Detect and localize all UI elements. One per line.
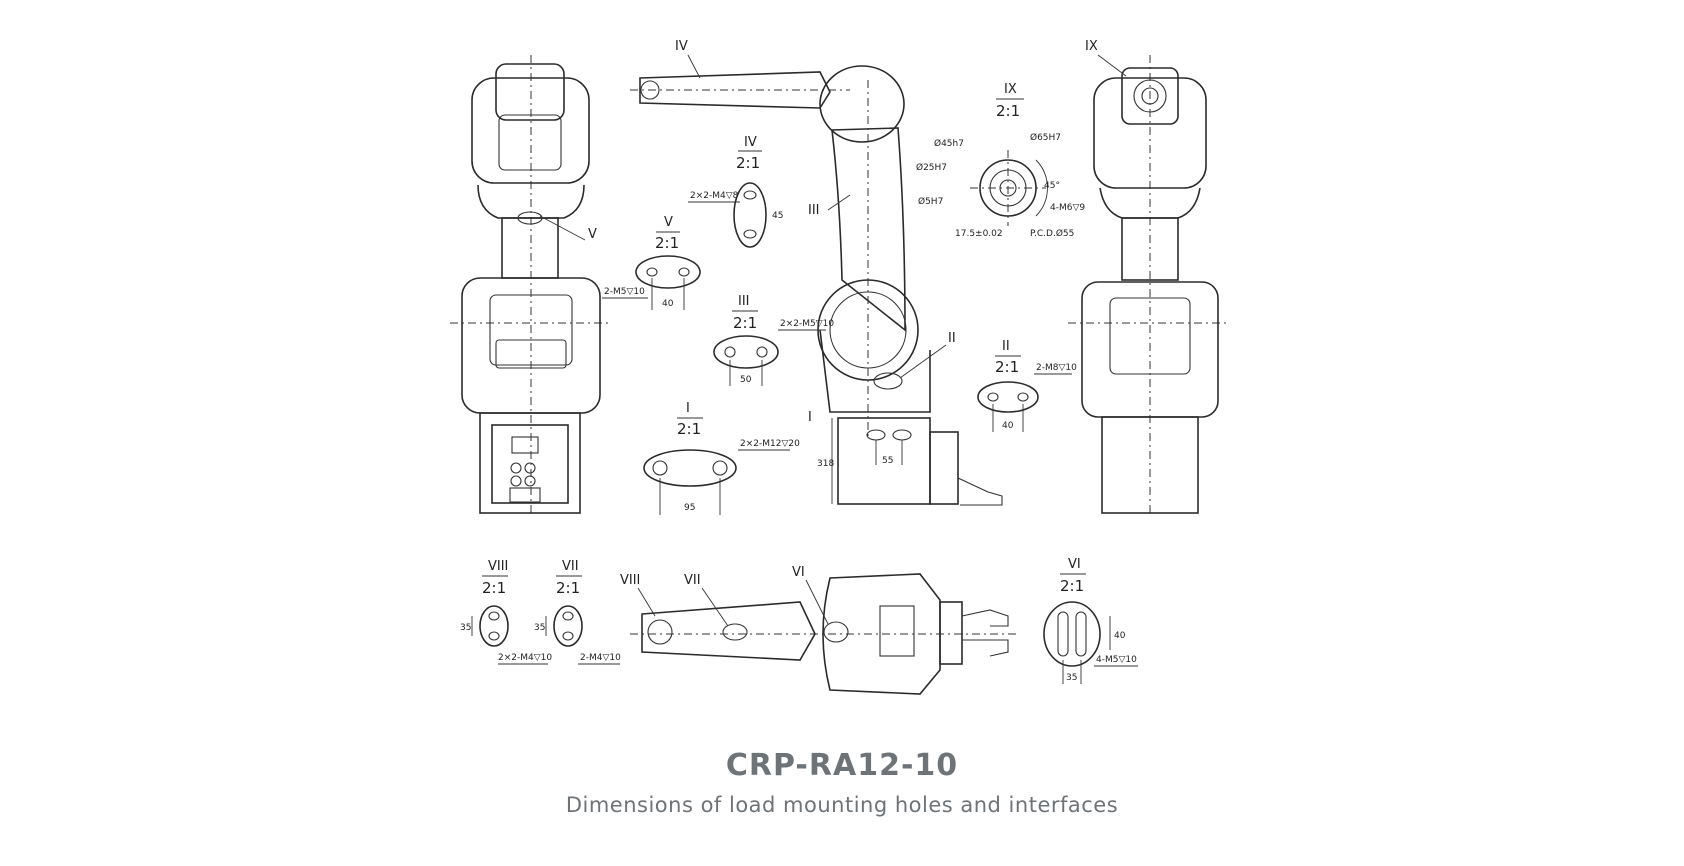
svg-text:2×2-M4▽10: 2×2-M4▽10 xyxy=(498,653,552,663)
svg-text:2:1: 2:1 xyxy=(655,234,679,252)
label-III: III xyxy=(808,203,820,218)
svg-text:V: V xyxy=(664,215,673,230)
svg-text:IX: IX xyxy=(1004,82,1017,97)
detail-IX: IX 2:1 Ø45h7 Ø65H7 Ø25H7 Ø5H7 4-M6▽9 P.C… xyxy=(916,82,1085,239)
svg-text:Ø5H7: Ø5H7 xyxy=(918,196,943,207)
top-view: VIII VII VI xyxy=(620,565,1020,695)
svg-text:2×2-M5▽10: 2×2-M5▽10 xyxy=(780,319,834,329)
svg-text:4-M6▽9: 4-M6▽9 xyxy=(1050,203,1085,213)
svg-text:2-M4▽10: 2-M4▽10 xyxy=(580,653,621,663)
front-view: V xyxy=(450,55,612,515)
svg-text:50: 50 xyxy=(740,375,752,385)
svg-text:VIII: VIII xyxy=(488,559,508,574)
label-IV: IV xyxy=(675,39,688,54)
svg-text:2×2-M4▽8: 2×2-M4▽8 xyxy=(690,191,739,201)
svg-text:2-M5▽10: 2-M5▽10 xyxy=(604,287,645,297)
svg-text:Ø25H7: Ø25H7 xyxy=(916,162,947,173)
label-V: V xyxy=(588,227,597,242)
svg-text:2:1: 2:1 xyxy=(995,358,1019,376)
svg-text:40: 40 xyxy=(1114,631,1126,641)
side-view: 318 55 IV III II I xyxy=(630,39,1003,506)
svg-text:P.C.D.Ø55: P.C.D.Ø55 xyxy=(1030,228,1074,239)
svg-text:2-M8▽10: 2-M8▽10 xyxy=(1036,363,1077,373)
svg-text:2:1: 2:1 xyxy=(736,154,760,172)
svg-text:III: III xyxy=(738,294,750,309)
label-VII-top: VII xyxy=(684,573,701,588)
svg-text:2:1: 2:1 xyxy=(996,102,1020,120)
label-II: II xyxy=(948,331,956,346)
detail-III: III 2:1 2×2-M5▽10 50 xyxy=(713,294,834,386)
detail-IV: IV 2:1 2×2-M4▽8 45 xyxy=(688,135,783,248)
svg-text:95: 95 xyxy=(684,503,695,513)
svg-text:55: 55 xyxy=(882,456,893,466)
detail-II: II 2:1 2-M8▽10 40 xyxy=(977,339,1077,432)
svg-text:IV: IV xyxy=(744,135,757,150)
svg-text:318: 318 xyxy=(817,459,834,469)
svg-text:45°: 45° xyxy=(1044,181,1060,191)
back-view: IX xyxy=(1068,39,1230,515)
model-title: CRP-RA12-10 xyxy=(725,748,959,783)
label-VIII-top: VIII xyxy=(620,573,640,588)
svg-text:2:1: 2:1 xyxy=(556,579,580,597)
svg-text:40: 40 xyxy=(662,299,674,309)
label-I: I xyxy=(808,410,812,425)
label-VI-top: VI xyxy=(792,565,805,580)
svg-text:45: 45 xyxy=(772,211,783,221)
svg-text:Ø65H7: Ø65H7 xyxy=(1030,132,1061,143)
svg-text:35: 35 xyxy=(534,623,545,633)
svg-text:35: 35 xyxy=(460,623,471,633)
svg-text:2×2-M12▽20: 2×2-M12▽20 xyxy=(740,439,800,449)
svg-text:II: II xyxy=(1002,339,1010,354)
svg-text:4-M5▽10: 4-M5▽10 xyxy=(1096,655,1137,665)
svg-text:VII: VII xyxy=(562,559,579,574)
svg-text:VI: VI xyxy=(1068,557,1081,572)
svg-text:40: 40 xyxy=(1002,421,1014,431)
svg-text:35: 35 xyxy=(1066,673,1077,683)
svg-text:17.5±0.02: 17.5±0.02 xyxy=(955,229,1003,239)
label-IX: IX xyxy=(1085,39,1098,54)
detail-I: I 2:1 2×2-M12▽20 95 xyxy=(643,401,800,515)
detail-VIII: VIII 2:1 35 2×2-M4▽10 xyxy=(460,559,552,665)
detail-VII: VII 2:1 35 2-M4▽10 xyxy=(534,559,621,665)
svg-text:I: I xyxy=(686,401,690,416)
svg-text:2:1: 2:1 xyxy=(733,314,757,332)
svg-text:2:1: 2:1 xyxy=(1060,577,1084,595)
svg-text:2:1: 2:1 xyxy=(482,579,506,597)
detail-V: V 2:1 2-M5▽10 40 xyxy=(602,215,701,310)
detail-VI: VI 2:1 40 35 4-M5▽10 xyxy=(1043,557,1138,684)
drawing-caption: Dimensions of load mounting holes and in… xyxy=(565,793,1119,817)
svg-text:Ø45h7: Ø45h7 xyxy=(934,138,964,149)
svg-text:2:1: 2:1 xyxy=(677,420,701,438)
